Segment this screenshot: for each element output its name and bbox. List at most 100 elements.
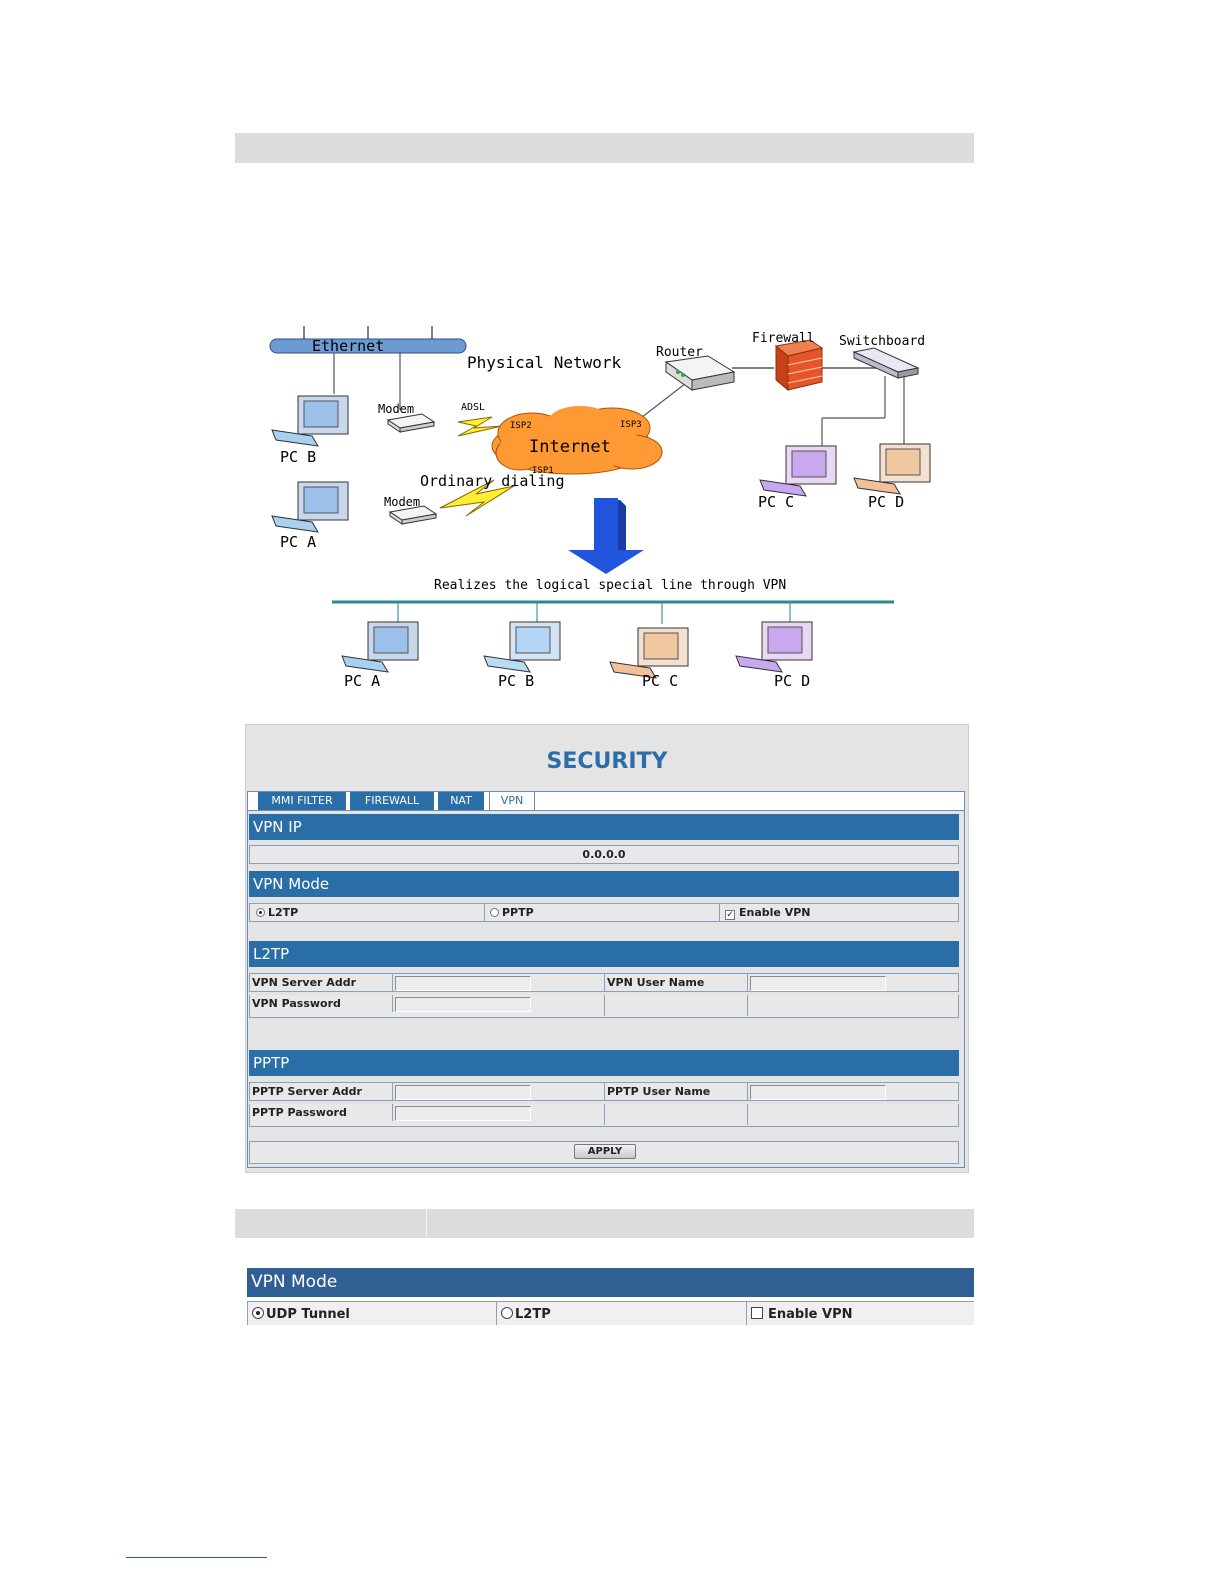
pptp-empty-cell-1 [605, 1104, 748, 1125]
router-label: Router [656, 345, 703, 360]
ethernet-label: Ethernet [312, 337, 384, 355]
pptp-user-name-label: PPTP User Name [605, 1083, 748, 1100]
pc-d-top-label: PC D [868, 493, 904, 511]
l2tp-radio[interactable] [256, 908, 265, 917]
mode-pptp-option[interactable]: PPTP [485, 904, 720, 921]
pptp-empty-cell-2 [748, 1104, 958, 1121]
tab-nat[interactable]: NAT [438, 792, 484, 810]
physical-network-label: Physical Network [467, 353, 621, 372]
modem-top-icon [388, 414, 434, 432]
security-panel: SECURITY MMI FILTER FIREWALL NAT VPN VPN… [245, 724, 969, 1173]
vpn-password-input[interactable] [395, 997, 531, 1012]
pc-b-top-label: PC B [280, 448, 316, 466]
vpn-ip-row: 0.0.0.0 [249, 845, 959, 864]
vpn-user-name-input[interactable] [750, 976, 886, 991]
vpn-network-diagram: Ethernet Physical Network PC B Modem ADS… [262, 318, 962, 703]
vpn-user-name-label: VPN User Name [605, 974, 748, 991]
pptp-row-2: PPTP Password [249, 1104, 959, 1127]
vpn-server-addr-label: VPN Server Addr [250, 974, 393, 991]
vpn-ip-value: 0.0.0.0 [250, 846, 958, 863]
pc-c-bottom-icon [610, 628, 688, 678]
mode-l2tp-option[interactable]: L2TP [250, 904, 485, 921]
udp-tunnel-radio[interactable] [252, 1307, 264, 1319]
pc-d-top-icon [854, 444, 930, 494]
vpn-password-label: VPN Password [250, 995, 393, 1012]
pc-a-top-icon [272, 482, 348, 532]
pc-b-bottom-icon [484, 622, 560, 672]
firewall-icon [776, 340, 822, 390]
pptp-server-addr-input[interactable] [395, 1085, 531, 1100]
router-icon [666, 356, 734, 390]
firewall-label: Firewall [752, 331, 815, 346]
l2tp-row-2: VPN Password [249, 995, 959, 1018]
footnote-separator [126, 1557, 267, 1558]
pptp-row-1: PPTP Server Addr PPTP User Name [249, 1082, 959, 1101]
tab-mmi-filter[interactable]: MMI FILTER [258, 792, 346, 810]
pptp-header: PPTP [249, 1050, 959, 1076]
section-bar-top [235, 133, 974, 163]
l2tp-option-radio[interactable] [501, 1307, 513, 1319]
vpn-caption: Realizes the logical special line throug… [434, 578, 786, 593]
udp-tunnel-option[interactable]: UDP Tunnel [248, 1302, 497, 1325]
modem-bottom-label: Modem [384, 495, 420, 509]
pptp-password-cell [393, 1104, 605, 1125]
ethernet-bus: Ethernet [270, 326, 466, 355]
vpn-user-name-cell [748, 974, 958, 991]
pptp-server-addr-label: PPTP Server Addr [250, 1083, 393, 1100]
enable-vpn-label-2: Enable VPN [768, 1307, 852, 1322]
enable-vpn-option-2[interactable]: Enable VPN [747, 1302, 973, 1325]
pptp-password-label: PPTP Password [250, 1104, 393, 1121]
tab-firewall[interactable]: FIREWALL [350, 792, 434, 810]
switchboard-label: Switchboard [839, 334, 925, 349]
l2tp-empty-cell-1 [605, 995, 748, 1016]
pc-a-bottom-label: PC A [344, 672, 380, 690]
enable-vpn-checkbox[interactable]: ✓ [725, 910, 735, 920]
pc-b-bottom-label: PC B [498, 672, 534, 690]
l2tp-row-1: VPN Server Addr VPN User Name [249, 973, 959, 992]
pptp-user-name-cell [748, 1083, 958, 1100]
pptp-user-name-input[interactable] [750, 1085, 886, 1100]
apply-row: APPLY [249, 1141, 959, 1164]
pptp-radio-label: PPTP [502, 906, 534, 919]
vpn-mode-row: L2TP PPTP ✓ Enable VPN [249, 903, 959, 922]
vpn-server-addr-input[interactable] [395, 976, 531, 991]
modem-top-label: Modem [378, 402, 414, 416]
l2tp-option[interactable]: L2TP [497, 1302, 747, 1325]
section-bar-divider [426, 1209, 427, 1238]
enable-vpn-label: Enable VPN [739, 906, 810, 919]
security-title: SECURITY [246, 749, 968, 774]
pptp-password-input[interactable] [395, 1106, 531, 1121]
l2tp-header: L2TP [249, 941, 959, 967]
vpn-password-cell [393, 995, 605, 1016]
vpn-ip-header: VPN IP [249, 814, 959, 840]
l2tp-radio-label: L2TP [268, 906, 298, 919]
pc-b-top-icon [272, 396, 348, 446]
switchboard-icon [854, 348, 918, 378]
pc-a-bottom-icon [342, 622, 418, 672]
pptp-radio[interactable] [490, 908, 499, 917]
internet-label: Internet [529, 437, 611, 457]
udp-tunnel-label: UDP Tunnel [266, 1307, 350, 1322]
apply-button[interactable]: APPLY [574, 1144, 636, 1159]
pptp-server-addr-cell [393, 1083, 605, 1100]
lightning-top-icon [458, 417, 502, 436]
isp2-label: ISP2 [510, 421, 532, 431]
section-bar-bottom [235, 1209, 974, 1238]
vpn-server-addr-cell [393, 974, 605, 991]
enable-vpn-option[interactable]: ✓ Enable VPN [720, 904, 958, 921]
security-tabs: MMI FILTER FIREWALL NAT VPN [247, 791, 965, 811]
vpn-mode-panel-row: UDP Tunnel L2TP Enable VPN [247, 1301, 974, 1325]
adsl-label: ADSL [461, 402, 485, 413]
tab-vpn[interactable]: VPN [489, 792, 535, 810]
pc-c-top-label: PC C [758, 493, 794, 511]
pc-d-bottom-label: PC D [774, 672, 810, 690]
isp3-label: ISP3 [620, 420, 642, 430]
pc-a-top-label: PC A [280, 533, 316, 551]
enable-vpn-checkbox-2[interactable] [751, 1307, 763, 1319]
pc-c-top-icon [760, 446, 836, 496]
pc-c-bottom-label: PC C [642, 672, 678, 690]
l2tp-option-label: L2TP [515, 1307, 551, 1322]
down-arrow-icon [568, 498, 644, 574]
l2tp-empty-cell-2 [748, 995, 958, 1012]
vpn-mode-header: VPN Mode [249, 871, 959, 897]
